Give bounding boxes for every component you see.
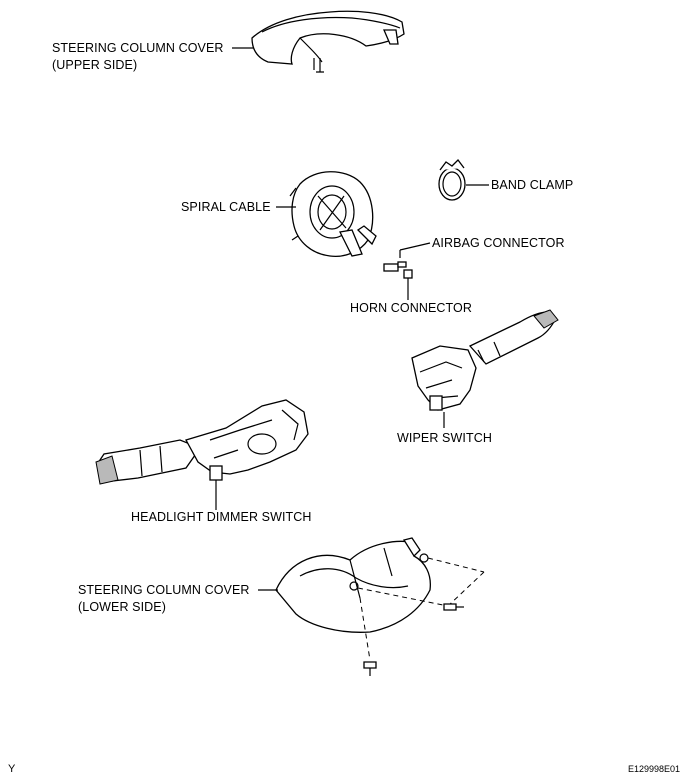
upper-cover-label: STEERING COLUMN COVER <box>52 41 224 55</box>
lower-cover-sublabel: (LOWER SIDE) <box>78 600 167 614</box>
wiper-switch-drawing <box>411 309 559 428</box>
horn-connector-label: HORN CONNECTOR <box>350 301 473 315</box>
spiral-cable-drawing <box>276 171 377 258</box>
wiper-switch-label: WIPER SWITCH <box>397 431 492 445</box>
corner-mark: Y <box>8 763 16 775</box>
band-clamp-drawing <box>438 159 489 201</box>
headlight-dimmer-switch-drawing <box>95 399 309 510</box>
lower-cover-label: STEERING COLUMN COVER <box>78 583 250 597</box>
upper-cover-sublabel: (UPPER SIDE) <box>52 58 138 72</box>
figure-code: E129998E01 <box>628 764 681 774</box>
upper-column-cover-drawing <box>232 10 405 73</box>
spiral-cable-label: SPIRAL CABLE <box>181 200 271 214</box>
band-clamp-label: BAND CLAMP <box>491 178 574 192</box>
lower-column-cover-drawing <box>258 537 485 676</box>
connector-drawings <box>383 242 431 300</box>
headlight-dimmer-switch-label: HEADLIGHT DIMMER SWITCH <box>131 510 312 524</box>
airbag-connector-label: AIRBAG CONNECTOR <box>432 236 565 250</box>
